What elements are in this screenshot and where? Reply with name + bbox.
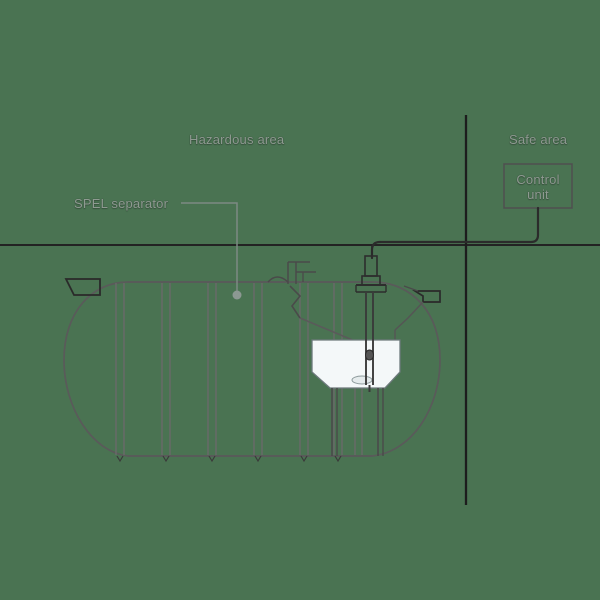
tank-outlet-fitting <box>403 285 441 303</box>
oil-level-probe <box>355 255 387 392</box>
label-control-unit: Control unit <box>516 172 560 202</box>
probe-to-control-unit-cable <box>370 206 540 260</box>
coalescer-plate-pack <box>311 339 401 456</box>
tank-ribs <box>115 283 343 455</box>
label-safe-area: Safe area <box>509 132 568 147</box>
label-spel-separator: SPEL separator <box>74 196 169 211</box>
tank-rib-feet <box>116 455 342 463</box>
right-internal-wall <box>394 301 424 344</box>
tank-inlet-fitting <box>64 278 101 296</box>
cylindrical-separator-tank <box>63 281 441 463</box>
label-hazardous-area: Hazardous area <box>189 132 285 147</box>
access-riser <box>267 261 316 284</box>
spel-separator-leader-line <box>181 202 242 300</box>
